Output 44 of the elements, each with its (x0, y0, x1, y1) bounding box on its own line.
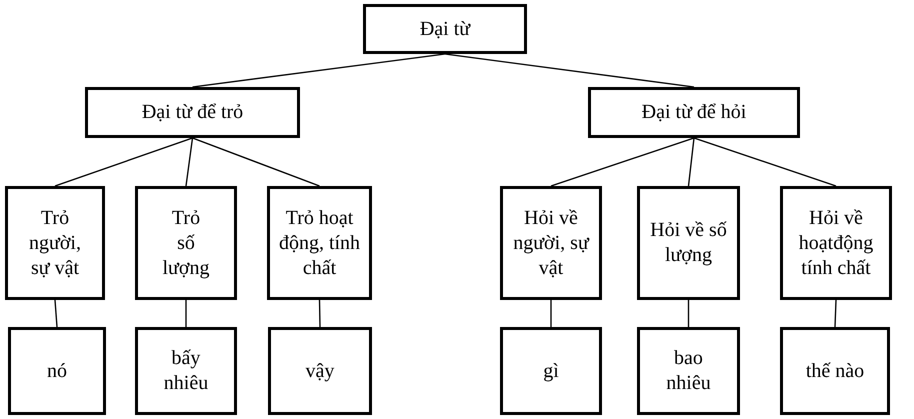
node-label: Trỏ người, sự vật (28, 206, 82, 280)
connector-line (192, 53, 446, 88)
node-label: Hỏi về số lượng (649, 218, 728, 268)
text-box (135, 186, 237, 300)
text-box (5, 186, 105, 300)
node-label: Hỏi về người, sự vật (512, 206, 590, 280)
node-label: Đại từ (420, 16, 470, 42)
node-label: gì (543, 358, 559, 384)
connector-line (54, 137, 193, 187)
node-label: Trỏ số lượng (162, 206, 210, 280)
node-label: bao nhiêu (665, 346, 712, 396)
connector-line (688, 300, 690, 327)
text-box (500, 186, 602, 300)
node-label: thế nào (806, 358, 864, 384)
text-box (268, 327, 372, 415)
connector-line (550, 300, 552, 327)
connector-line (192, 137, 320, 187)
text-box (8, 327, 106, 415)
connector-line (54, 300, 58, 328)
connector-line (185, 138, 194, 186)
text-box (588, 87, 800, 138)
text-box (135, 327, 237, 415)
connector-line (550, 137, 694, 187)
node-label: Đại từ để hỏi (642, 100, 746, 125)
node-label: vậy (306, 358, 334, 384)
node-label: bấy nhiêu (162, 346, 210, 396)
text-box (637, 327, 740, 415)
connector-line (694, 137, 836, 187)
node-label: Trỏ hoạt động, tính chất (278, 206, 362, 280)
connector-line (318, 300, 321, 328)
text-box (780, 186, 892, 300)
connector-line (444, 53, 694, 88)
node-label: nó (47, 358, 67, 384)
text-box (363, 4, 527, 54)
connector-line (185, 300, 187, 327)
text-box (267, 186, 372, 300)
text-box (637, 186, 740, 300)
text-box (780, 327, 890, 415)
text-box (500, 327, 602, 415)
connector-line (834, 300, 837, 328)
node-label: Đại từ để trỏ (142, 100, 244, 125)
node-label: Hỏi về hoạtđộng tính chất (798, 206, 874, 280)
text-box (85, 87, 300, 138)
connector-line (688, 138, 695, 186)
